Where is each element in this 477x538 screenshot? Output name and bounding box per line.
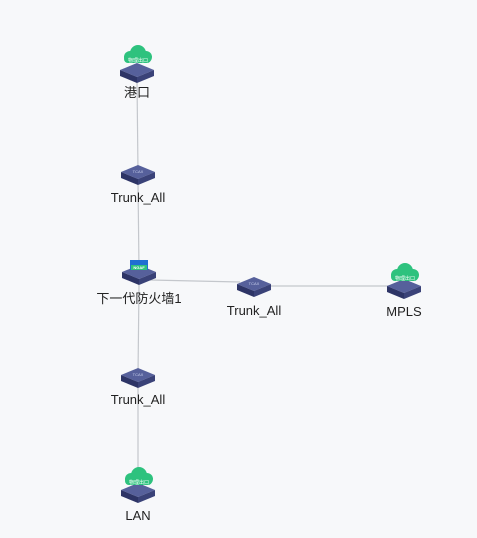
device-text: TCAX xyxy=(133,372,144,377)
node-switch-bottom[interactable]: TCAX Trunk_All xyxy=(111,368,166,407)
cloud-text: 物理出口 xyxy=(128,57,148,64)
cloud-exit-icon: 物理出口 xyxy=(387,263,421,299)
node-label-switch-bottom: Trunk_All xyxy=(111,392,166,407)
node-switch-top[interactable]: TCAX Trunk_All xyxy=(111,165,166,205)
firewall-badge-text: NGAF xyxy=(133,265,145,270)
node-firewall[interactable]: NGAF 下一代防火墙1 xyxy=(96,260,182,306)
node-port[interactable]: 物理出口 港口 xyxy=(120,45,154,100)
switch-icon: TCAX xyxy=(121,165,155,185)
cloud-text: 物理出口 xyxy=(129,479,149,486)
cloud-exit-icon: 物理出口 xyxy=(120,45,154,83)
device-text: TCAX xyxy=(133,169,144,174)
node-label-mpls: MPLS xyxy=(386,304,422,319)
node-label-switch-top: Trunk_All xyxy=(111,190,166,205)
node-label-switch-right: Trunk_All xyxy=(227,303,282,318)
link-firewall-switch-right[interactable] xyxy=(149,279,241,283)
node-label-port: 港口 xyxy=(124,85,150,100)
link-switch-top-firewall[interactable] xyxy=(137,181,140,271)
cloud-text: 物理出口 xyxy=(395,275,415,282)
device-text: TCAX xyxy=(249,281,260,286)
node-label-firewall: 下一代防火墙1 xyxy=(96,291,181,306)
link-port-switch-top[interactable] xyxy=(136,79,139,173)
switch-icon: TCAX xyxy=(121,368,155,388)
switch-icon: TCAX xyxy=(237,277,271,297)
node-lan[interactable]: 物理出口 LAN xyxy=(121,467,155,523)
cloud-exit-icon: 物理出口 xyxy=(121,467,155,503)
node-label-lan: LAN xyxy=(125,508,150,523)
node-mpls[interactable]: 物理出口 MPLS xyxy=(386,263,422,319)
link-firewall-switch-bottom[interactable] xyxy=(137,284,140,376)
node-switch-right[interactable]: TCAX Trunk_All xyxy=(227,277,282,318)
firewall-icon: NGAF xyxy=(122,260,156,285)
